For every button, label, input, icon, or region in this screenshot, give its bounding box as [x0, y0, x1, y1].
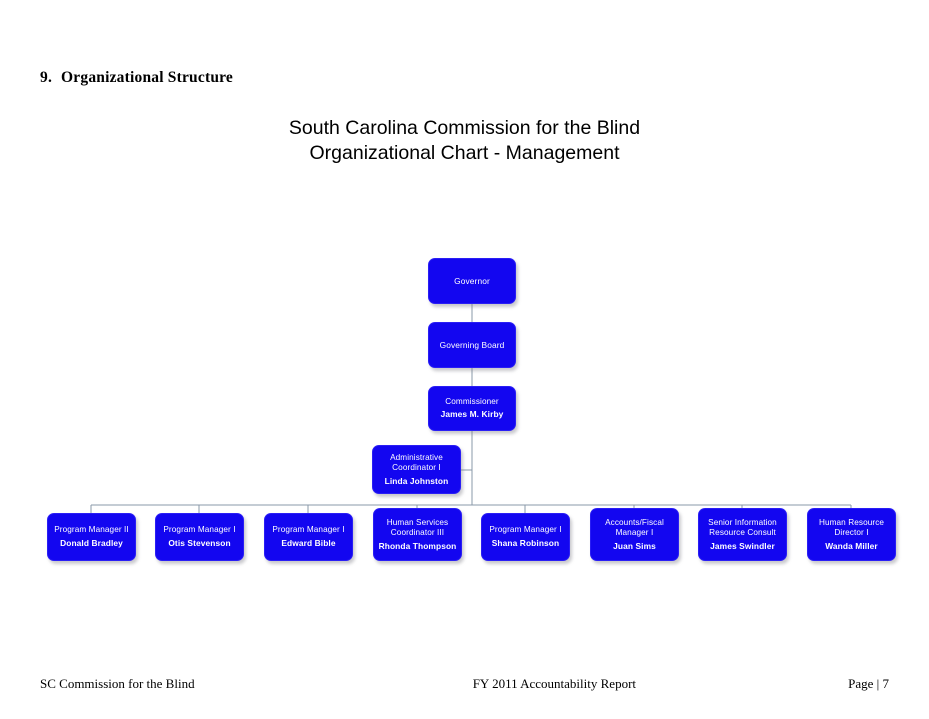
- node-manager-8-person: Wanda Miller: [825, 540, 878, 551]
- node-manager-3[interactable]: Program Manager I Edward Bible: [264, 513, 353, 561]
- node-manager-1-person: Donald Bradley: [60, 537, 123, 548]
- node-manager-4-title-line-1: Human Services: [386, 517, 449, 527]
- page-heading: 9. Organizational Structure: [40, 69, 233, 87]
- page-footer: SC Commission for the Blind FY 2011 Acco…: [40, 676, 889, 692]
- footer-left: SC Commission for the Blind: [40, 676, 195, 691]
- node-manager-8-title-line-1: Human Resource: [818, 517, 885, 527]
- node-commissioner-person: James M. Kirby: [440, 409, 504, 420]
- chart-title-line-1: South Carolina Commission for the Blind: [288, 117, 641, 139]
- page-heading-number: 9.: [40, 69, 53, 86]
- node-manager-7[interactable]: Senior Information Resource Consult Jame…: [698, 508, 787, 561]
- node-manager-8[interactable]: Human Resource Director I Wanda Miller: [807, 508, 896, 561]
- node-manager-1-title-line-1: Program Manager II: [54, 525, 129, 535]
- node-manager-2-person: Otis Stevenson: [168, 537, 231, 548]
- node-administrative-coordinator-title-line-2: Coordinator I: [392, 463, 441, 472]
- node-manager-4[interactable]: Human Services Coordinator III Rhonda Th…: [373, 508, 462, 561]
- node-manager-7-person: James Swindler: [710, 540, 775, 551]
- node-manager-4-title-line-2: Coordinator III: [390, 528, 445, 537]
- node-governing-board[interactable]: Governing Board: [428, 322, 516, 368]
- node-administrative-coordinator-person: Linda Johnston: [384, 475, 449, 486]
- node-commissioner[interactable]: Commissioner James M. Kirby: [428, 386, 516, 431]
- node-commissioner-title: Commissioner: [445, 396, 499, 406]
- node-manager-1[interactable]: Program Manager II Donald Bradley: [47, 513, 136, 561]
- node-governor-title: Governor: [454, 275, 490, 286]
- node-administrative-coordinator-title-line-1: Administrative: [390, 452, 443, 462]
- node-manager-2-title-line-1: Program Manager I: [163, 525, 236, 535]
- node-manager-6[interactable]: Accounts/Fiscal Manager I Juan Sims: [590, 508, 679, 561]
- footer-center: FY 2011 Accountability Report: [472, 676, 637, 691]
- node-manager-5-person: Shana Robinson: [491, 537, 560, 548]
- node-manager-5[interactable]: Program Manager I Shana Robinson: [481, 513, 570, 561]
- node-manager-4-person: Rhonda Thompson: [378, 540, 457, 551]
- chart-title-line-2: Organizational Chart - Management: [309, 142, 620, 164]
- node-governing-board-title: Governing Board: [439, 339, 505, 350]
- org-chart: Governor Governing Board Commissioner Ja…: [47, 258, 896, 561]
- node-manager-8-title-line-2: Director I: [834, 528, 869, 537]
- connector-lines: [90, 304, 852, 513]
- node-manager-6-title-line-1: Accounts/Fiscal: [605, 517, 664, 527]
- node-governor[interactable]: Governor: [428, 258, 516, 304]
- node-manager-7-title-line-2: Resource Consult: [709, 528, 776, 537]
- page-heading-text: Organizational Structure: [61, 69, 234, 86]
- node-manager-3-person: Edward Bible: [281, 537, 336, 548]
- node-manager-3-title-line-1: Program Manager I: [272, 525, 345, 535]
- node-manager-6-title-line-2: Manager I: [615, 528, 654, 537]
- node-administrative-coordinator[interactable]: Administrative Coordinator I Linda Johns…: [372, 445, 461, 494]
- footer-page-number: Page | 7: [848, 676, 889, 691]
- node-manager-2[interactable]: Program Manager I Otis Stevenson: [155, 513, 244, 561]
- chart-title: South Carolina Commission for the Blind …: [0, 116, 929, 166]
- node-manager-5-title-line-1: Program Manager I: [489, 525, 562, 535]
- node-manager-6-person: Juan Sims: [613, 540, 656, 551]
- node-manager-7-title-line-1: Senior Information: [708, 517, 777, 527]
